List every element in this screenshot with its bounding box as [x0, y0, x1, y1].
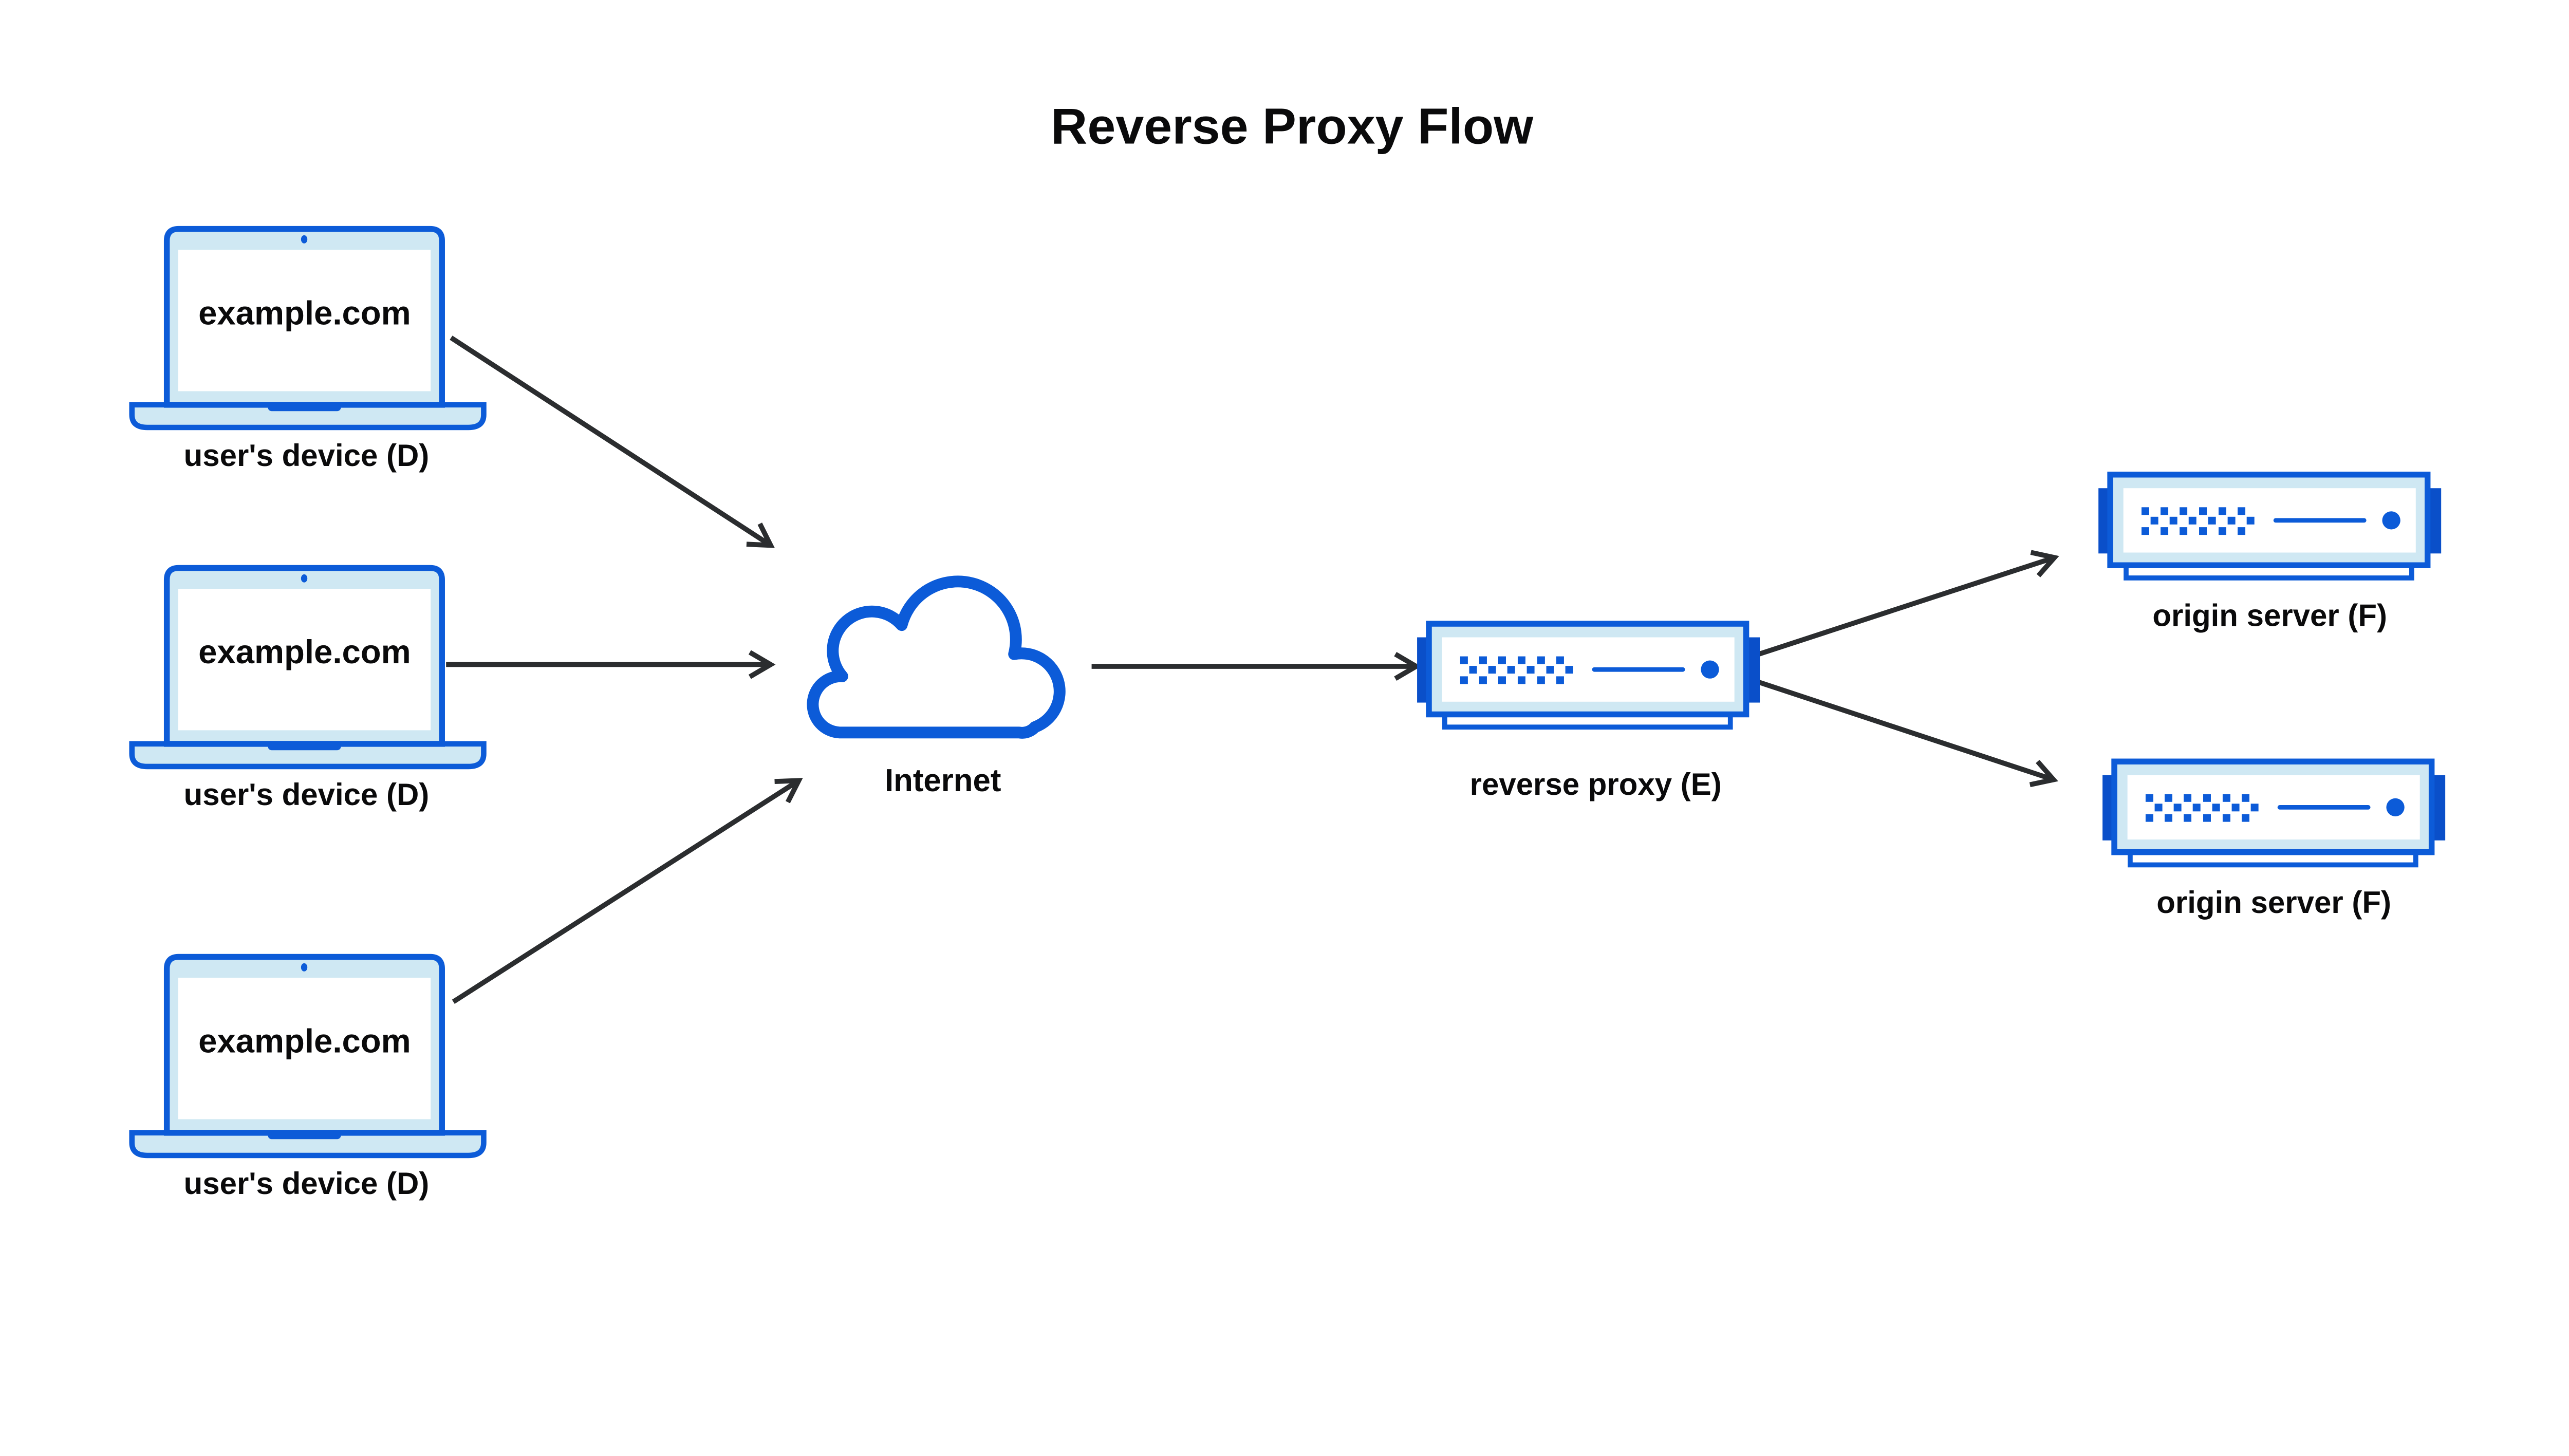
internet-label: Internet: [885, 763, 1001, 798]
origin-server-2-label: origin server (F): [2156, 885, 2391, 920]
flow-arrows: [446, 335, 2059, 1004]
server-icon: [2102, 761, 2445, 865]
node-user-device-2: example.com user's device (D): [132, 568, 484, 812]
node-origin-server-2: origin server (F): [2102, 761, 2445, 920]
arrow-proxy-to-origin2: [1758, 680, 2058, 788]
arrow-device3-to-internet: [452, 778, 803, 1004]
server-icon: [1417, 624, 1760, 727]
arrow-proxy-to-origin1: [1758, 550, 2059, 657]
cloud-icon: [807, 575, 1066, 739]
origin-server-1-label: origin server (F): [2152, 599, 2387, 633]
diagram-page: Reverse Proxy Flow example.com user's de…: [129, 98, 2448, 1201]
reverse-proxy-flow-diagram: Reverse Proxy Flow example.com user's de…: [129, 98, 2448, 1201]
reverse-proxy-label: reverse proxy (E): [1470, 767, 1722, 801]
node-internet: Internet: [807, 575, 1066, 798]
node-user-device-3: example.com user's device (D): [132, 957, 484, 1201]
page-title: Reverse Proxy Flow: [1051, 98, 1534, 154]
device2-label: user's device (D): [184, 777, 430, 812]
arrow-device1-to-internet: [450, 335, 775, 548]
device1-screen-text: example.com: [198, 294, 411, 331]
device1-label: user's device (D): [184, 438, 430, 473]
node-user-device-1: example.com user's device (D): [132, 229, 484, 473]
server-icon: [2098, 475, 2441, 578]
node-origin-server-1: origin server (F): [2098, 475, 2441, 633]
node-reverse-proxy: reverse proxy (E): [1417, 624, 1760, 801]
device3-label: user's device (D): [184, 1166, 430, 1201]
device2-screen-text: example.com: [198, 633, 411, 670]
device3-screen-text: example.com: [198, 1022, 411, 1059]
